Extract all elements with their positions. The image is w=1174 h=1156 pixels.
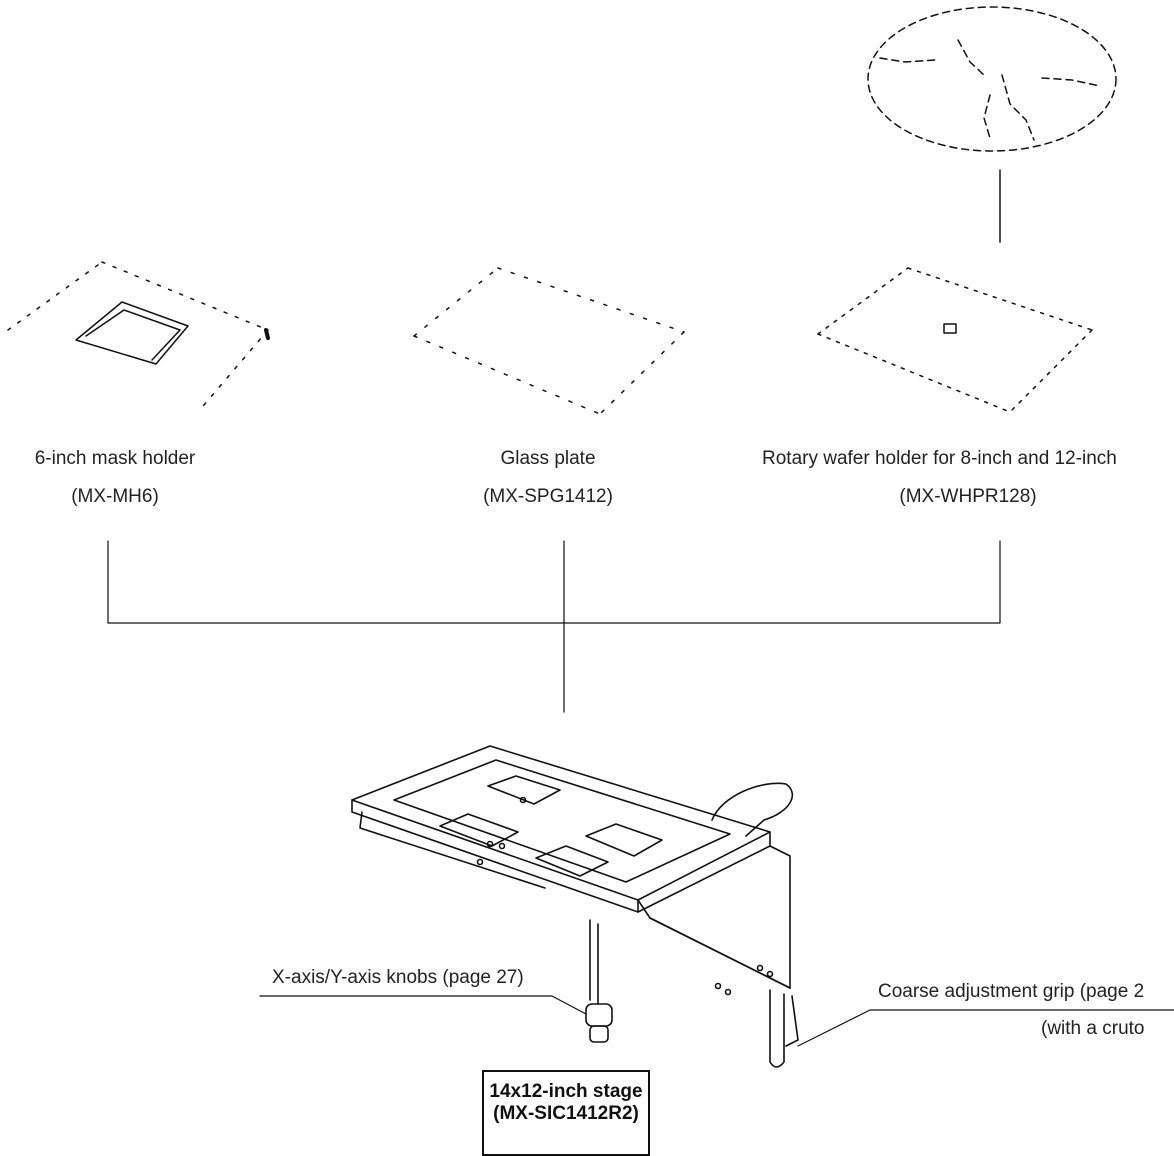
wafer-disc-drawing <box>867 6 1117 152</box>
glass-plate-code: (MX-SPG1412) <box>483 486 613 507</box>
knobs-leader-line <box>259 995 587 1015</box>
wafer-holder-name: Rotary wafer holder for 8-inch and 12-in… <box>762 448 1117 469</box>
grip-callout-note: (with a cruto <box>1041 1018 1145 1039</box>
connector-lines <box>107 540 1001 713</box>
knobs-callout: X-axis/Y-axis knobs (page 27) <box>272 967 524 988</box>
glass-plate-drawing <box>413 267 685 415</box>
mask-holder-code: (MX-MH6) <box>71 486 159 507</box>
wafer-holder-drawing <box>817 267 1093 413</box>
stage-drawing <box>351 745 799 1068</box>
grip-leader-line <box>797 1009 1174 1047</box>
stage-title: 14x12-inch stage <box>489 1081 643 1102</box>
grip-callout: Coarse adjustment grip (page 2 <box>878 981 1145 1002</box>
mask-holder-name: 6-inch mask holder <box>34 448 196 469</box>
mask-holder-drawing <box>7 261 270 413</box>
stage-code: (MX-SIC1412R2) <box>493 1103 639 1124</box>
glass-plate-name: Glass plate <box>500 448 596 469</box>
wafer-holder-code: (MX-WHPR128) <box>899 486 1037 507</box>
stage-title-box: 14x12-inch stage (MX-SIC1412R2) <box>482 1070 650 1156</box>
